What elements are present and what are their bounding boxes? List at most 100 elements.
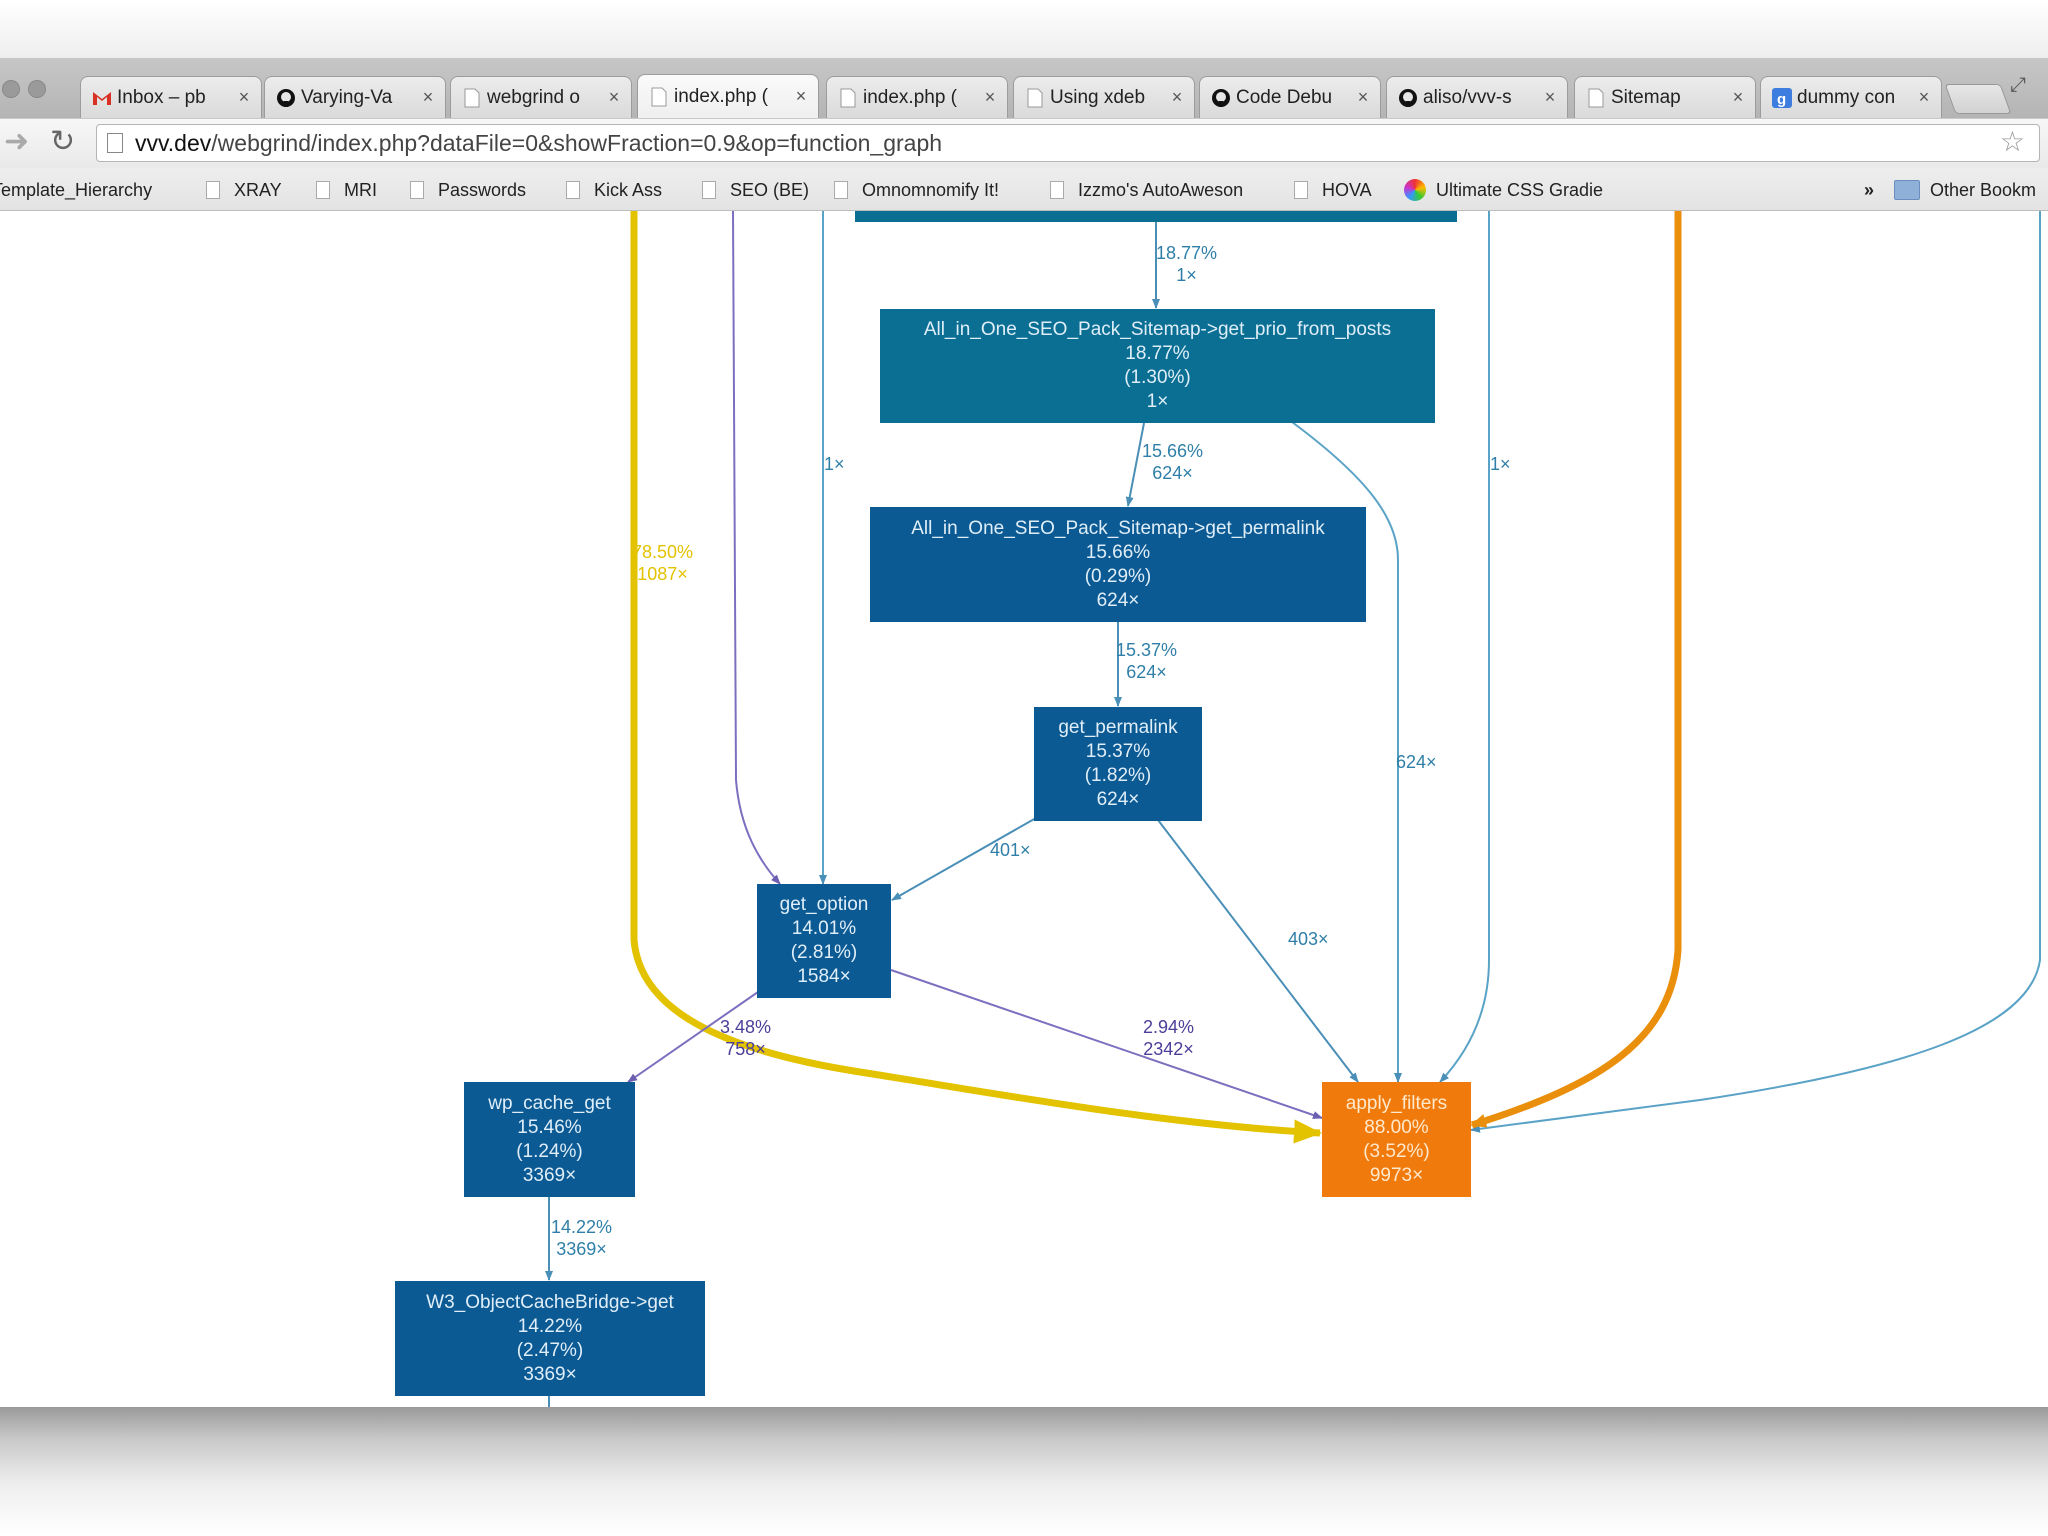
browser-tab[interactable]: Sitemap× bbox=[1574, 76, 1756, 118]
bookmark-item[interactable]: Passwords bbox=[410, 176, 526, 204]
node-calls: 3369× bbox=[522, 1164, 577, 1186]
edge-opt-to-cache bbox=[627, 991, 759, 1083]
new-tab-button[interactable] bbox=[1944, 84, 2012, 114]
github-icon bbox=[1397, 87, 1419, 109]
bookmarks-overflow-chevron[interactable]: » bbox=[1864, 179, 1875, 200]
bookmark-item[interactable]: Kick Ass bbox=[566, 176, 662, 204]
node-self-pct: (1.82%) bbox=[1084, 765, 1152, 786]
node-wp-cache-get[interactable]: wp_cache_get 15.46% (1.24%) 3369× bbox=[464, 1082, 635, 1197]
gmail-icon bbox=[91, 87, 113, 109]
browser-tab[interactable]: index.php (× bbox=[637, 74, 819, 118]
close-icon[interactable]: × bbox=[795, 86, 807, 106]
browser-tab[interactable]: webgrind o× bbox=[450, 76, 632, 118]
page-icon bbox=[1294, 181, 1308, 199]
browser-tab[interactable]: Inbox – pb × bbox=[80, 76, 262, 118]
page-icon bbox=[1585, 87, 1607, 109]
edge-right-blue-to-applyfilters bbox=[1439, 211, 1490, 1083]
bookmark-item[interactable]: Omnomnomify It! bbox=[834, 176, 999, 204]
bookmark-star-icon[interactable]: ☆ bbox=[1999, 126, 2025, 157]
edge-label-perm1-to-perm2: 15.37%624× bbox=[1116, 640, 1178, 682]
bookmark-label: SEO (BE) bbox=[730, 179, 810, 200]
github-icon bbox=[275, 87, 297, 109]
tab-title: Using xdeb bbox=[1050, 86, 1146, 108]
node-label: wp_cache_get bbox=[488, 1092, 611, 1114]
edge-label-yellow-to-applyfilters: 78.50%1087× bbox=[632, 542, 694, 584]
close-icon[interactable]: × bbox=[984, 87, 996, 107]
bookmark-item[interactable]: HOVA bbox=[1294, 176, 1372, 204]
page-icon bbox=[1024, 87, 1046, 109]
edge-left-purple-to-opt bbox=[732, 211, 781, 885]
node-calls: 624× bbox=[1096, 589, 1140, 611]
close-icon[interactable]: × bbox=[608, 87, 620, 107]
bookmark-item[interactable]: SEO (BE) bbox=[702, 176, 809, 204]
bookmark-label: Template_Hierarchy bbox=[0, 179, 153, 200]
node-label: All_in_One_SEO_Pack_Sitemap->get_prio_fr… bbox=[923, 319, 1392, 340]
gradient-icon bbox=[1404, 179, 1426, 201]
edge-perm2-to-opt bbox=[891, 817, 1037, 901]
page-icon bbox=[1050, 181, 1064, 199]
bookmark-item[interactable]: Template_Hierarchy bbox=[0, 176, 152, 204]
node-inclusive-pct: 14.22% bbox=[517, 1315, 583, 1337]
edge-label-opt-to-cache: 3.48%758× bbox=[720, 1017, 772, 1059]
edge-far-right-to-applyfilters bbox=[1470, 211, 2041, 1133]
page-icon bbox=[461, 87, 483, 109]
node-get-prio-from-posts[interactable]: All_in_One_SEO_Pack_Sitemap->get_prio_fr… bbox=[880, 309, 1435, 423]
browser-tab[interactable]: Using xdeb × bbox=[1013, 76, 1195, 118]
other-bookmarks-label: Other Bookm bbox=[1930, 179, 2037, 200]
edge-label-top-to-prio: 18.77%1× bbox=[1156, 243, 1218, 285]
edge-top-stub bbox=[855, 211, 1457, 222]
close-icon[interactable]: × bbox=[422, 87, 434, 107]
node-calls: 9973× bbox=[1369, 1164, 1424, 1186]
other-bookmarks-folder[interactable]: Other Bookm bbox=[1894, 176, 2036, 204]
address-bar[interactable]: vvv.dev/webgrind/index.php?dataFile=0&sh… bbox=[96, 124, 2040, 162]
close-icon[interactable]: × bbox=[1357, 87, 1369, 107]
bookmark-item[interactable]: XRAY bbox=[206, 176, 282, 204]
window-control-dot[interactable] bbox=[28, 80, 46, 98]
node-apply-filters[interactable]: apply_filters 88.00% (3.52%) 9973× bbox=[1322, 1082, 1471, 1197]
edge-label-right-to-applyfilters: 1× bbox=[1490, 454, 1511, 474]
bookmark-item[interactable]: Izzmo's AutoAweson bbox=[1050, 176, 1243, 204]
close-icon[interactable]: × bbox=[1918, 87, 1930, 107]
node-inclusive-pct: 18.77% bbox=[1125, 343, 1190, 364]
page-icon bbox=[410, 181, 424, 199]
browser-tab[interactable]: Code Debu × bbox=[1199, 76, 1381, 118]
node-self-pct: (1.24%) bbox=[516, 1140, 583, 1162]
reload-icon[interactable]: ↻ bbox=[50, 125, 76, 158]
tab-title: Inbox – pb bbox=[117, 86, 206, 108]
page-icon bbox=[316, 181, 330, 199]
bookmark-label: Izzmo's AutoAweson bbox=[1078, 179, 1244, 200]
bottom-backdrop bbox=[0, 1407, 2048, 1536]
bookmark-item[interactable]: Ultimate CSS Gradie bbox=[1404, 176, 1603, 204]
node-get-option[interactable]: get_option 14.01% (2.81%) 1584× bbox=[757, 884, 891, 998]
github-icon bbox=[1210, 87, 1232, 109]
close-icon[interactable]: × bbox=[1732, 87, 1744, 107]
close-icon[interactable]: × bbox=[1171, 87, 1183, 107]
forward-arrow-icon[interactable]: ➜ bbox=[4, 125, 30, 158]
bookmark-label: Omnomnomify It! bbox=[862, 179, 1000, 200]
node-aioseo-get-permalink[interactable]: All_in_One_SEO_Pack_Sitemap->get_permali… bbox=[870, 507, 1366, 622]
svg-text:g: g bbox=[1777, 91, 1786, 108]
browser-tab[interactable]: Varying-Va× bbox=[264, 76, 446, 118]
node-inclusive-pct: 15.37% bbox=[1085, 741, 1151, 762]
node-w3-objectcachebridge-get[interactable]: W3_ObjectCacheBridge->get 14.22% (2.47%)… bbox=[395, 1281, 705, 1396]
page-icon bbox=[107, 133, 123, 153]
fullscreen-icon[interactable]: ⤢ bbox=[2010, 74, 2026, 96]
close-icon[interactable]: × bbox=[238, 87, 250, 107]
browser-tab[interactable]: aliso/vvv-s× bbox=[1386, 76, 1568, 118]
node-label: W3_ObjectCacheBridge->get bbox=[426, 1291, 674, 1313]
page-icon bbox=[566, 181, 580, 199]
bookmark-label: HOVA bbox=[1322, 179, 1372, 200]
bookmark-label: XRAY bbox=[234, 179, 282, 200]
window-control-dot[interactable] bbox=[2, 80, 20, 98]
close-icon[interactable]: × bbox=[1544, 87, 1556, 107]
node-inclusive-pct: 14.01% bbox=[791, 918, 857, 939]
node-inclusive-pct: 15.46% bbox=[517, 1116, 582, 1138]
tab-title: Code Debu bbox=[1236, 86, 1333, 108]
bookmark-label: Ultimate CSS Gradie bbox=[1436, 179, 1604, 200]
bookmark-item[interactable]: MRI bbox=[316, 176, 377, 204]
node-self-pct: (0.29%) bbox=[1084, 565, 1152, 587]
node-get-permalink[interactable]: get_permalink 15.37% (1.82%) 624× bbox=[1034, 707, 1202, 821]
browser-tab[interactable]: index.php (× bbox=[826, 76, 1008, 118]
edge-opt-to-applyfilters bbox=[890, 969, 1323, 1119]
